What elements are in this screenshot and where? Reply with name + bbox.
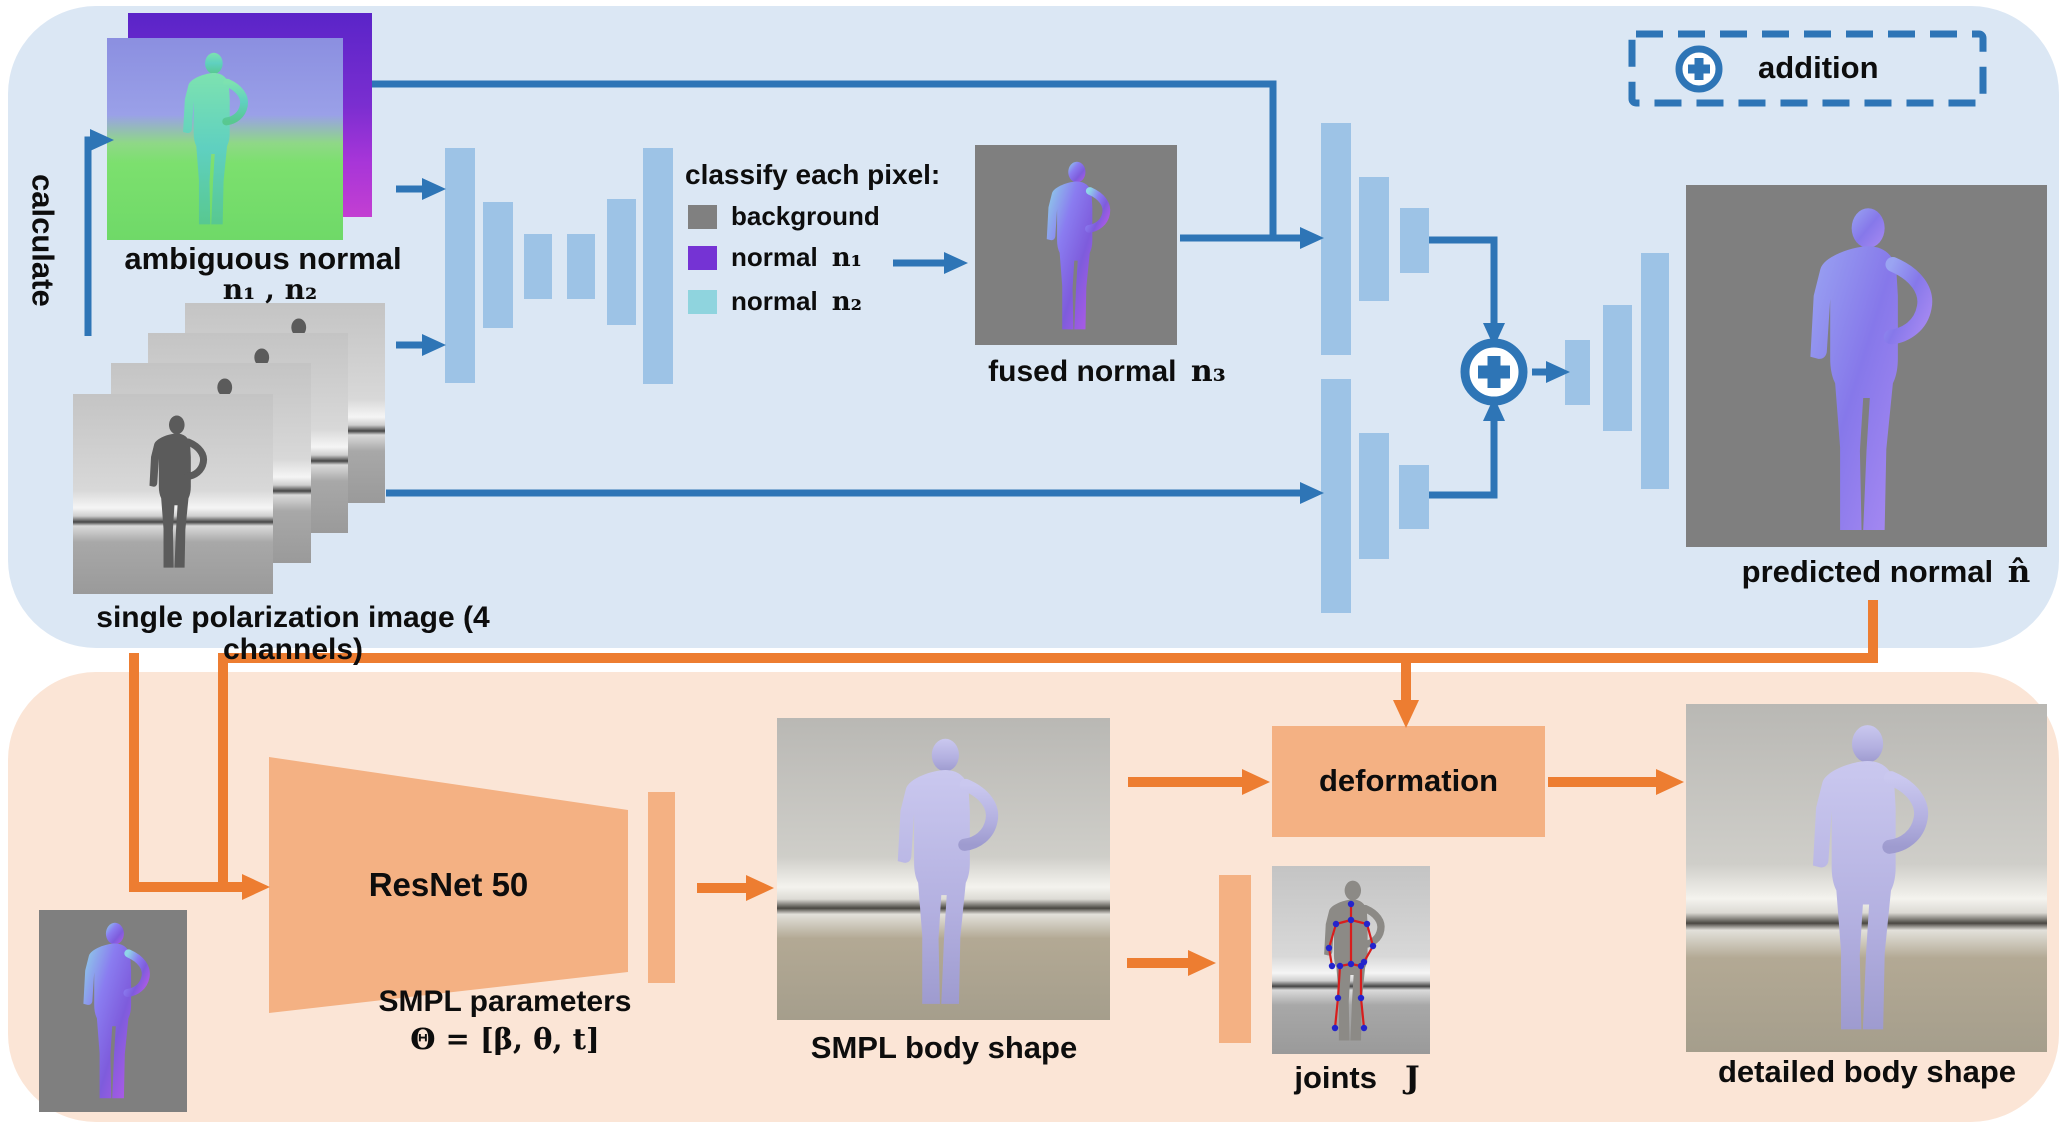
encoderA-bar-3 [1400, 208, 1429, 273]
legend-row-normal2: normal n₂ [688, 286, 862, 317]
legend-label: normal [731, 286, 818, 316]
predicted-normal-image [1686, 185, 2047, 547]
legend-swatch-normal2 [688, 289, 717, 314]
joints-image [1272, 866, 1430, 1054]
legend-math: n₂ [831, 286, 862, 317]
unet-bar-3 [524, 234, 552, 299]
polarization-image-1 [73, 394, 273, 594]
legend-swatch-normal1 [688, 245, 717, 270]
predicted-normal-text: predicted normal [1741, 554, 1994, 589]
legend-label: normal [731, 242, 818, 272]
joints-label: joints J [1262, 1060, 1452, 1096]
legend-swatch-background [688, 204, 717, 229]
joints-math: J [1405, 1060, 1420, 1096]
encoderB-bar-2 [1359, 433, 1389, 559]
legend-label: background [731, 201, 880, 231]
fused-normal-text: fused normal [988, 355, 1177, 388]
unet-bar-4 [567, 234, 595, 299]
ambiguous-normal-math: n₁ , n₂ [222, 273, 318, 306]
smpl-body-shape-label: SMPL body shape [810, 1030, 1078, 1065]
classify-title: classify each pixel: [685, 159, 941, 190]
normal-thumbnail-image [39, 910, 187, 1112]
fused-normal-label: fused normal n₃ [957, 356, 1257, 388]
plus-circle-icon [1675, 45, 1723, 93]
predicted-normal-math: n̂ [2007, 554, 2031, 590]
smpl-parameters-math: Θ = [β, θ, t] [410, 1022, 600, 1056]
fc-layer-bar [648, 792, 675, 983]
unet-bar-5 [607, 199, 636, 325]
legend-math: n₁ [831, 242, 862, 273]
predicted-normal-label: predicted normal n̂ [1718, 554, 2054, 590]
unet-bar-6 [643, 148, 673, 384]
unet-bar-2 [483, 202, 513, 328]
resnet50-label: ResNet 50 [368, 865, 529, 903]
decoder-bar-3 [1641, 253, 1669, 489]
addition-node-icon [1460, 338, 1528, 406]
addition-legend: addition [1628, 30, 1987, 107]
smpl-body-shape-image [777, 718, 1110, 1020]
calculate-label: calculate [25, 173, 61, 307]
joints-regressor-bar [1219, 875, 1251, 1043]
person-silhouette [169, 51, 257, 227]
dashed-border [1628, 30, 1987, 107]
polarization-label: single polarization image (4 channels) [96, 601, 490, 666]
detailed-body-shape-label: detailed body shape [1717, 1054, 2016, 1089]
legend-row-normal1: normal n₁ [688, 242, 862, 273]
smpl-parameters-label: SMPL parameters [378, 985, 632, 1018]
person-silhouette [876, 736, 1012, 1008]
deformation-label: deformation [1318, 763, 1499, 799]
encoderA-bar-2 [1359, 177, 1389, 301]
legend-row-background: background [688, 201, 880, 232]
joints-text: joints [1294, 1060, 1377, 1095]
skeleton-overlay [1325, 900, 1377, 1032]
decoder-bar-1 [1565, 340, 1590, 405]
decoder-bar-2 [1603, 305, 1632, 431]
person-silhouette [137, 414, 215, 570]
unet-bar-1 [445, 148, 475, 383]
ambiguous-normal-image-n1 [107, 38, 343, 240]
person-silhouette [1788, 722, 1944, 1034]
addition-label: addition [1758, 50, 1879, 85]
ambiguous-normal-label: ambiguous normal [124, 241, 402, 276]
person-silhouette [1784, 205, 1949, 535]
detailed-body-shape-image [1686, 704, 2047, 1052]
encoderB-bar-3 [1399, 465, 1429, 529]
person-silhouette [69, 921, 159, 1101]
fused-normal-image [975, 145, 1177, 345]
person-silhouette [1033, 160, 1119, 332]
deformation-block: deformation [1272, 726, 1545, 837]
fused-normal-math: n₃ [1190, 354, 1226, 389]
encoderB-bar-1 [1321, 379, 1351, 613]
encoderA-bar-1 [1321, 123, 1351, 355]
